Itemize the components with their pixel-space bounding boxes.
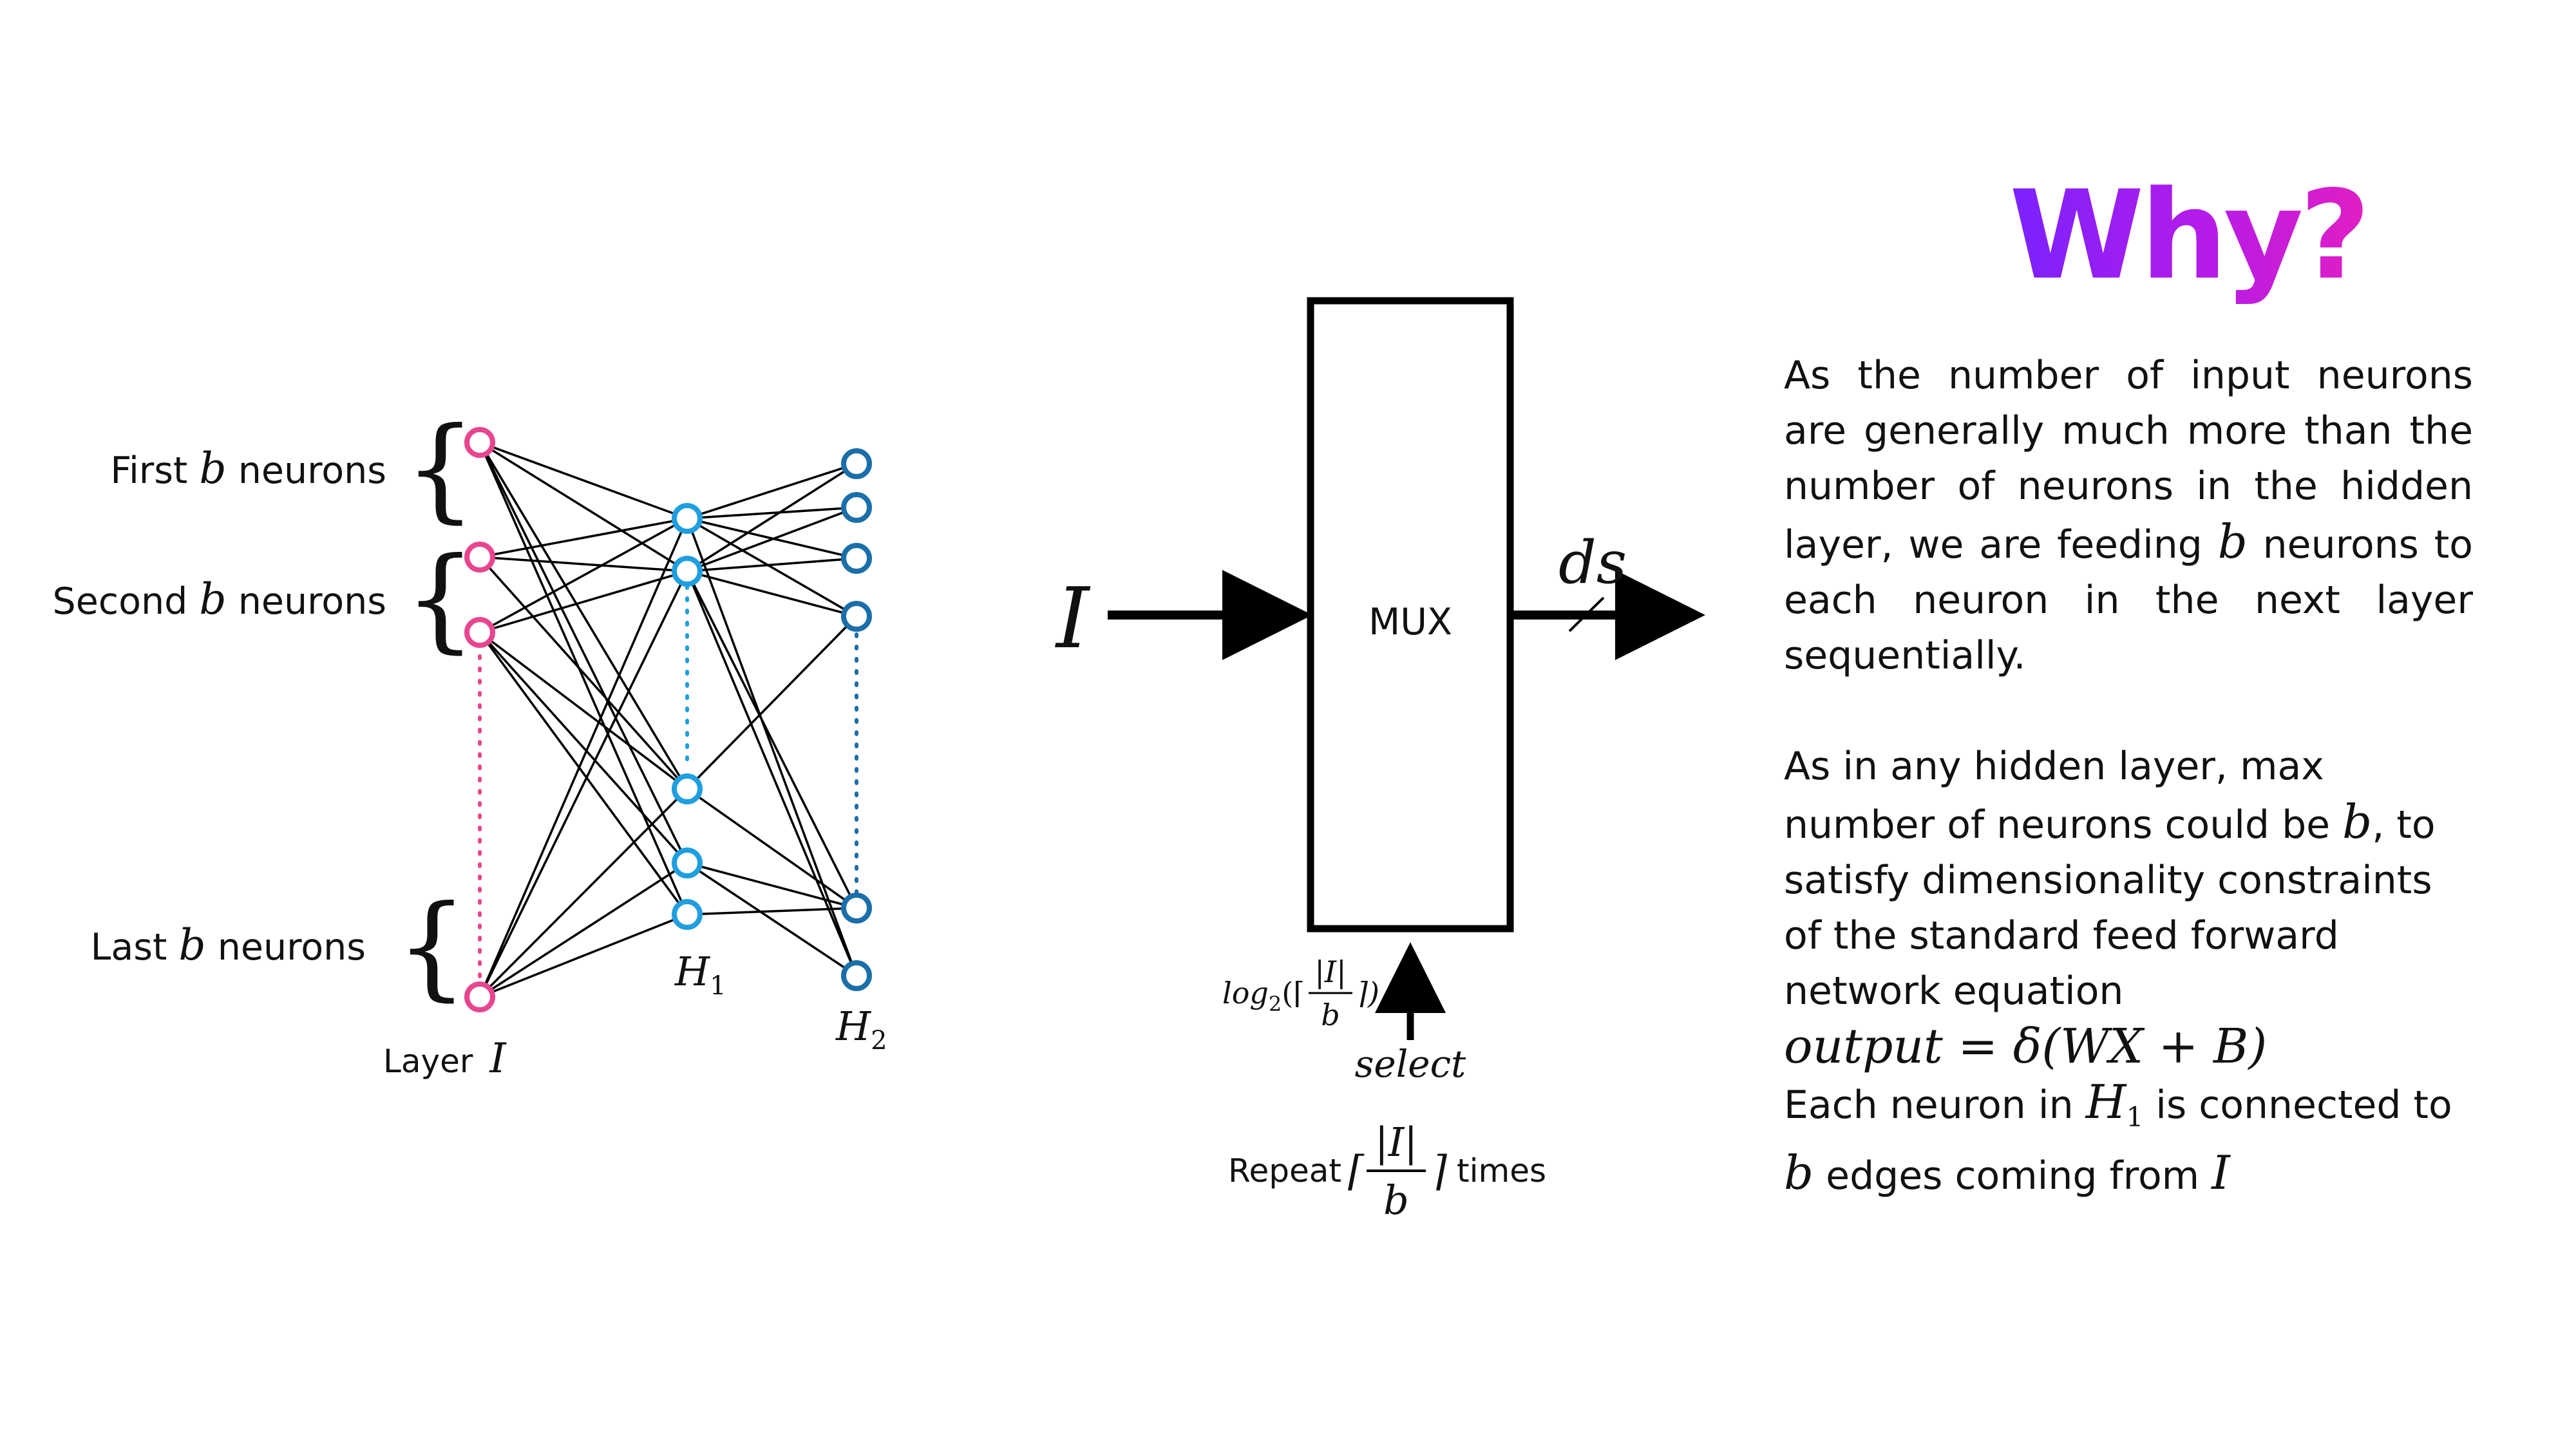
mux-output-width-slash	[1568, 596, 1605, 632]
mux-input-label: I	[1055, 569, 1091, 667]
mux-select-width-slash	[1396, 985, 1423, 1012]
input-neuron	[464, 427, 495, 458]
edge-h1-h2	[686, 788, 858, 909]
edge-input-h1	[479, 862, 688, 998]
group-label-first: First b neurons	[110, 444, 386, 493]
brace-first: {	[404, 404, 476, 535]
edge-input-h1	[478, 556, 688, 790]
edge-h1-h2	[687, 517, 857, 618]
hidden1-neuron	[672, 848, 703, 878]
paragraph-max-neurons: As in any hidden layer, max number of ne…	[1784, 744, 2436, 1014]
layer-label-h1: H1	[674, 948, 726, 1001]
edge-h1-h2	[687, 862, 857, 977]
hidden1-neuron	[672, 503, 703, 534]
svg-text:log2(⌈: log2(⌈	[1222, 976, 1305, 1016]
edge-input-h1	[479, 556, 688, 573]
network-edges	[478, 441, 858, 998]
svg-text:Repeat: Repeat	[1228, 1152, 1341, 1189]
svg-text:b: b	[1321, 998, 1340, 1032]
edge-h1-h2	[687, 506, 857, 573]
edge-h1-h2	[686, 518, 858, 976]
edge-h1-h2	[686, 571, 858, 976]
mux-block: I MUX ds select log2(⌈ |I| b ⌉) Repeat ⌈…	[1055, 297, 1705, 1224]
brace-last: {	[396, 882, 468, 1012]
mux-select-label: select	[1355, 1042, 1466, 1086]
hidden2-neuron	[841, 893, 872, 923]
layer-label-input: Layer I	[383, 1035, 507, 1083]
mux-output-label: ds	[1558, 528, 1627, 597]
edge-input-h1	[479, 517, 688, 634]
edge-h1-h2	[686, 571, 858, 909]
brace-second: {	[404, 534, 476, 665]
hidden2-neuron	[841, 543, 872, 574]
hidden2-neuron	[841, 601, 872, 632]
svg-text:⌈: ⌈	[1348, 1148, 1365, 1195]
hidden2-neuron	[841, 448, 872, 479]
edge-h1-h2	[687, 462, 857, 573]
hidden2-neuron	[841, 492, 872, 523]
explanation-panel: As the number of input neurons are gener…	[1784, 348, 2473, 1204]
edge-input-h1	[479, 913, 688, 998]
svg-text:⌉: ⌉	[1431, 1148, 1447, 1195]
svg-text:b: b	[1383, 1177, 1409, 1224]
input-neuron	[464, 981, 495, 1012]
feed-forward-equation: output = δ(WX + B)	[1784, 1019, 2268, 1074]
group-label-last: Last b neurons	[91, 920, 366, 970]
paragraph-why-sequential: As the number of input neurons are gener…	[1784, 353, 2473, 678]
hidden1-neuron	[672, 899, 703, 930]
layer-label-h2: H2	[835, 1003, 887, 1056]
svg-text:|I|: |I|	[1375, 1119, 1417, 1166]
edge-input-h1	[478, 442, 688, 915]
edge-h1-h2	[687, 862, 857, 909]
edge-input-h1	[478, 788, 688, 998]
mux-box-label: MUX	[1368, 601, 1452, 643]
edge-input-h1	[478, 442, 688, 790]
edge-h1-h2	[687, 907, 857, 916]
group-label-second: Second b neurons	[53, 574, 386, 624]
network: { { { First b neurons Second b neurons L…	[53, 404, 887, 1083]
mux-box	[1307, 297, 1514, 933]
hidden1-neuron	[672, 773, 703, 804]
edge-input-h1	[479, 441, 688, 573]
svg-text:⌉): ⌉)	[1356, 976, 1379, 1010]
select-width-expr: log2(⌈ |I| b ⌉)	[1222, 954, 1379, 1032]
panel-title: Why?	[2009, 164, 2371, 307]
network-nodes	[464, 427, 872, 1012]
edge-input-h1	[478, 631, 688, 864]
edge-input-h1	[479, 441, 688, 520]
input-neuron	[464, 617, 495, 648]
edge-h1-h2	[687, 462, 857, 520]
hidden1-neuron	[672, 556, 703, 587]
edge-input-h1	[478, 518, 688, 998]
input-neuron	[464, 542, 495, 573]
paragraph-h1-connections: Each neuron in H1 is connected to b edge…	[1784, 1075, 2452, 1200]
edge-input-h1	[478, 631, 688, 916]
edge-h1-h2	[687, 570, 857, 618]
svg-text:times: times	[1457, 1152, 1546, 1189]
edge-h1-h2	[687, 506, 857, 520]
edge-input-h1	[478, 442, 688, 864]
edge-input-h1	[478, 571, 688, 998]
edge-input-h1	[479, 570, 688, 634]
repeat-expr: Repeat ⌈ |I| b ⌉ times	[1228, 1119, 1546, 1224]
edge-input-h1	[478, 631, 688, 790]
hidden2-neuron	[841, 960, 872, 991]
edge-h1-h2	[686, 615, 858, 790]
edge-h1-h2	[687, 557, 857, 573]
edge-input-h1	[479, 517, 688, 558]
svg-text:|I|: |I|	[1314, 954, 1346, 989]
